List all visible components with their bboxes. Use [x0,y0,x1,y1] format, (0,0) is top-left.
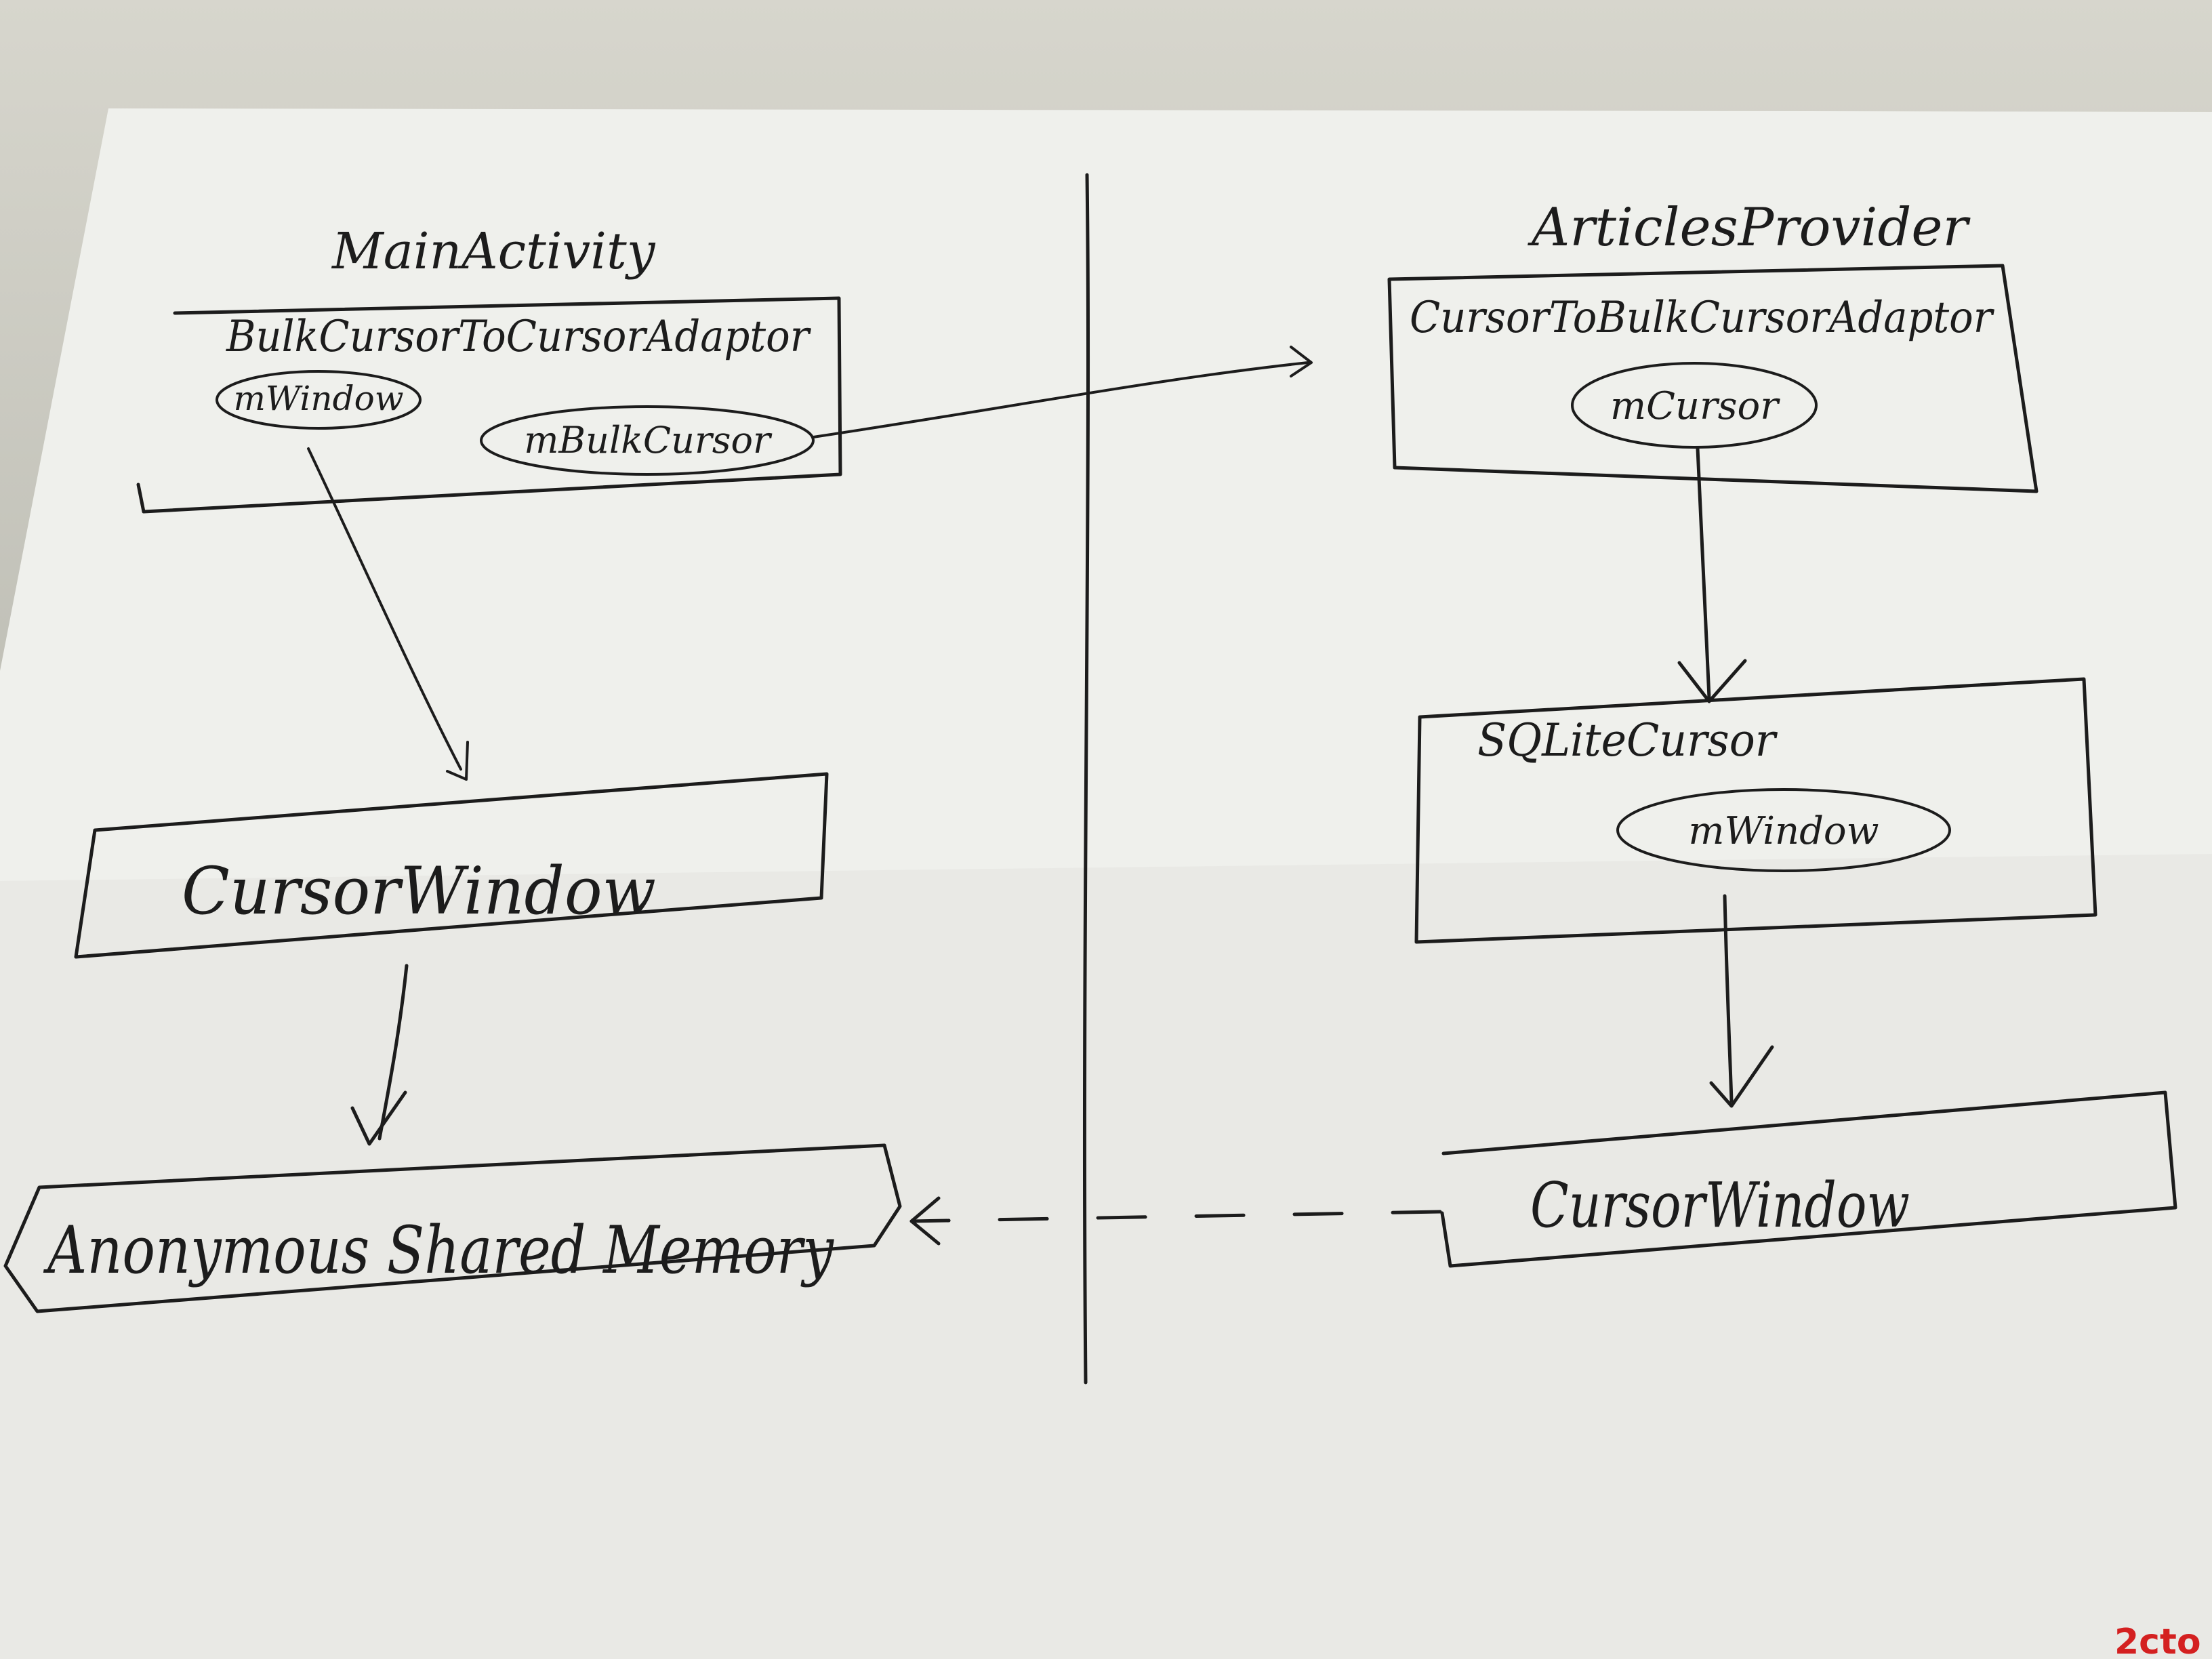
mbulkcursor-field-ellipse [480,405,815,476]
site-watermark: 2cto [2114,1622,2201,1659]
arrow-mwindow-to-cursor-window [307,447,462,771]
mcursor-field-ellipse [1571,362,1818,449]
mcursor-field-label: mCursor [1610,384,1780,428]
main-activity-title: MainActivity [331,222,656,281]
articles-provider-title: ArticlesProvider [1528,197,1971,258]
sqlite-mwindow-field-ellipse [1616,788,1951,872]
cursor-window-right-box [1440,1090,2177,1268]
sqlite-cursor-label: SQLiteCursor [1477,714,1778,766]
anonymous-shared-memory-box [3,1143,902,1313]
cursor-to-bulk-cursor-adaptor-label: CursorToBulkCursorAdaptor [1410,293,1994,343]
cursor-window-left-box [74,772,829,959]
arrow-mbulkcursor-to-provider [812,361,1309,438]
arrow-head-provider [1290,346,1313,377]
arrow-mcursor-to-sqlite-cursor [1696,447,1711,700]
cursor-window-left-label: CursorWindow [182,853,656,929]
mwindow-field-label: mWindow [233,379,403,418]
cursor-to-bulk-cursor-adaptor-box [1387,264,2039,493]
mwindow-field-ellipse [216,370,422,430]
sqlite-cursor-box [1414,677,2097,944]
paper-shade [0,854,2212,1659]
dashed-mapping-line [909,1210,1442,1223]
anonymous-shared-memory-label: Anonymous Shared Memory [43,1212,834,1288]
arrow-head-mwindow [446,741,469,781]
arrow-sqlite-mwindow-to-cursor-window [1723,894,1734,1103]
bulk-cursor-to-cursor-adaptor-label: BulkCursorToCursorAdaptor [226,312,811,362]
arrow-head-shared-memory-mapping [909,1196,941,1246]
arrow-cursor-window-to-shared-memory [377,964,409,1141]
arrow-head-shared-memory [350,1090,407,1146]
sqlite-mwindow-field-label: mWindow [1688,809,1879,853]
process-divider-line [1082,173,1090,1385]
bulk-cursor-to-cursor-adaptor-box [136,296,842,514]
mbulkcursor-field-label: mBulkCursor [524,419,773,462]
cursor-window-right-label: CursorWindow [1530,1169,1910,1242]
arrow-head-cursor-window-right [1709,1045,1774,1108]
